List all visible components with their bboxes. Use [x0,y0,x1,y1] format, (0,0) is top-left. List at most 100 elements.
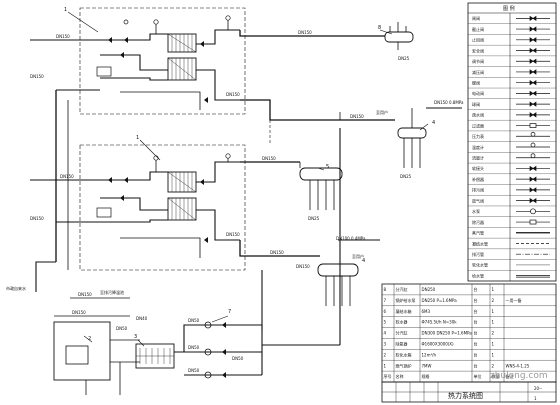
pipe-label: DN150 [56,34,70,39]
table-cell: 5 [384,320,387,325]
legend-label: 调节阀 [472,58,484,64]
flex-joint-icon [516,165,550,172]
legend-row: 补偿器 [468,173,556,182]
pipe-label: DN150 [350,114,364,119]
pipe-label: 至用户 [352,253,364,259]
legend-row: 放气阀 [468,195,556,203]
gate-valve-icon [516,15,550,22]
table-cell: 台 [474,286,478,292]
callout-4: 4 [432,120,435,126]
vent-valve-icon [516,197,550,204]
legend-row: 截止阀 [468,23,556,32]
steam-trap-icon [516,112,550,118]
legend-title: 图 例 [503,5,515,12]
legend-label: 减压阀 [472,69,484,75]
table-cell: 2 [384,352,387,357]
pipe-label: DN25 [308,216,320,221]
table-cell: DN300 DN250 P=1.6MPa [422,331,473,336]
legend-row: 球阀 [468,98,556,107]
steam-header-4 [397,107,462,168]
legend-label: 除污器 [472,219,484,225]
steam-header-8 [384,22,414,50]
legend-row: 蒸汽管 [468,227,556,236]
pipe-label: DN150 [60,174,74,179]
boiler-2-boundary [79,144,246,271]
callout-1: 1 [64,7,67,13]
legend-row: 安全阀 [468,45,556,53]
table-cell: 1 [492,287,495,292]
table-cell: 台 [474,362,478,368]
legend-label: 球阀 [472,101,480,107]
expansion-joint-icon [516,176,550,182]
steam-header-lower [317,239,380,306]
table-cell: 1 [492,309,495,314]
table-cell: 3 [384,341,387,346]
table-cell: 2 [492,298,495,303]
thermometer-icon [516,142,550,148]
legend-label: 压力表 [472,133,484,139]
pressure-gauge-icon [225,15,231,21]
legend-row: 过滤器 [468,120,556,128]
legend-row: 排污阀 [468,184,556,193]
pump-icon [516,208,550,215]
table-cell: 规格 [422,373,430,379]
table-cell: 台 [474,351,478,357]
table-cell: 数量 [492,373,500,379]
legend-panel: 图 例 闸阀截止阀止回阀安全阀调节阀减压阀蝶阀电动阀球阀疏水阀过滤器压力表温度计… [467,2,557,282]
legend-row: 排污管 [468,248,556,257]
table-cell: 备注 [506,373,514,379]
table-cell: 凝结水箱 [396,308,412,314]
legend-label: 软接头 [472,165,484,171]
pipe-label: DN40 [136,316,148,321]
main-piping [30,30,395,345]
table-cell: 分汽缸 [396,330,408,336]
pipe-label: DN25 [398,56,410,61]
butterfly-valve-icon [516,80,550,86]
table-cell: 8 [384,287,387,292]
table-cell: 分汽缸 [396,286,408,292]
pipe-label: DN25 [400,174,412,179]
pipe-label: DN150 0.8MPa [434,100,464,105]
legend-label: 流量计 [472,155,484,161]
check-valve-icon [516,37,550,43]
legend-label: 给水管 [472,272,484,278]
table-cell: DN250 P=1.6MPa [422,298,458,303]
table-cell: 1 [492,320,495,325]
pipe-label: DN50 [188,345,200,350]
strainer-icon [516,123,550,128]
boiler-1-boundary [79,7,246,115]
pipe-label: DN150 [298,30,312,35]
table-cell: 软化水箱 [396,351,412,357]
legend-row: 流量计 [468,152,556,161]
table-cell: 12m³/h [422,352,437,357]
pipe-label: DN150 [30,216,44,221]
table-cell: DN250 [422,287,436,292]
pressure-gauge-icon [516,131,550,137]
legend-label: 排污阀 [472,187,484,193]
legend-row: 疏水阀 [468,109,556,118]
table-cell: Φ1600X3000(X) [422,341,455,346]
table-cell: 1 [384,363,387,368]
legend-label: 温度计 [472,144,484,150]
feed-pump-icon [96,207,112,218]
legend-label: 凝结水管 [472,240,488,246]
callout-4b: 4 [362,258,365,264]
table-row: 序号名称规格单位数量备注 [382,370,556,379]
pipe-label: DN50 [188,368,200,373]
legend-row: 止回阀 [468,34,556,43]
table-cell: 6M3 [422,309,431,314]
callout-1b: 1 [136,135,139,141]
pipe-label: DN150 [270,250,284,255]
pipe-label: DN50 [232,356,244,361]
boiler-1-group [79,7,246,115]
globe-valve-icon [516,26,550,32]
callout-8: 8 [378,25,381,31]
legend-row: 电动阀 [468,87,556,96]
legend-label: 过滤器 [472,122,484,128]
